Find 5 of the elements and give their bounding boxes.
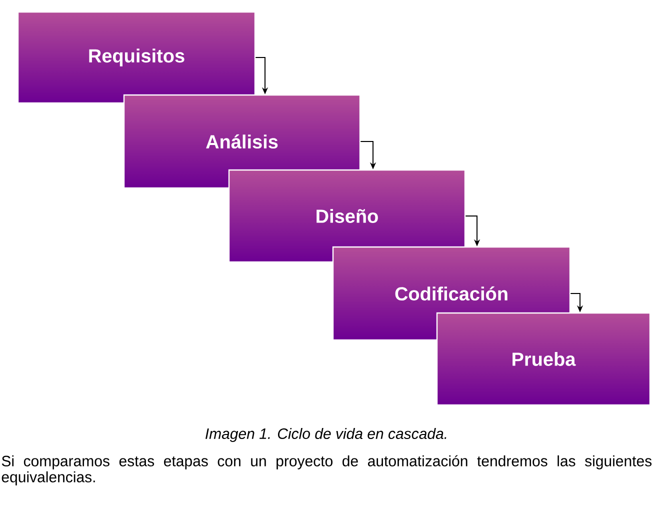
stage-box: Prueba: [436, 312, 651, 406]
stage-box: Requisitos: [17, 11, 256, 104]
paragraph: Si comparamos estas etapas con un proyecto de automatización tendremos las siguientes equivalencias.: [2, 455, 652, 486]
caption: Imagen 1. Ciclo de vida en cascada.: [206, 428, 446, 442]
stage-box: Diseño: [228, 169, 466, 263]
